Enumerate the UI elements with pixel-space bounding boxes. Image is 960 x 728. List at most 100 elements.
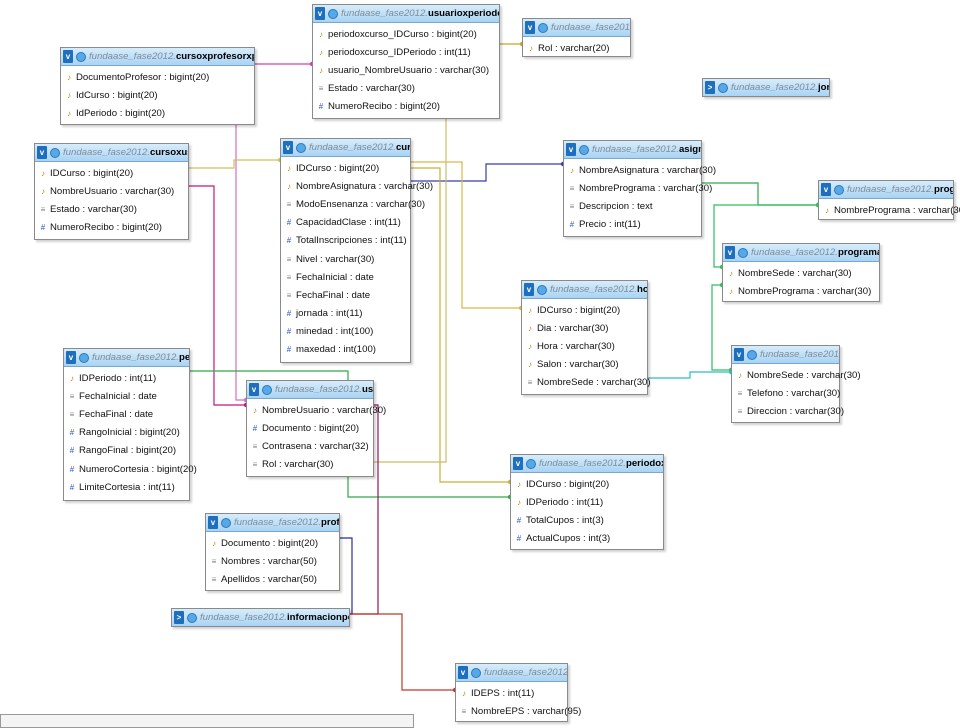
collapse-toggle-icon[interactable]: v: [283, 141, 293, 154]
column-row[interactable]: ≡ModoEnsenanza : varchar(30): [281, 195, 425, 213]
column-row[interactable]: ≡FechaFinal : date: [64, 405, 189, 423]
column-row[interactable]: #NumeroRecibo : bigint(20): [35, 219, 188, 237]
table-settings-icon[interactable]: [834, 184, 844, 195]
column-row[interactable]: ♪NombrePrograma : varchar(30): [723, 282, 879, 300]
column-row[interactable]: #TotalInscripciones : int(11): [281, 232, 410, 250]
collapse-toggle-icon[interactable]: v: [37, 146, 47, 159]
column-row[interactable]: ♪usuario_NombreUsuario : varchar(30): [313, 61, 499, 79]
column-row[interactable]: #jornada : int(11): [281, 305, 410, 323]
column-row[interactable]: ≡Descripcion : text: [564, 197, 701, 215]
collapse-toggle-icon[interactable]: v: [208, 516, 218, 529]
collapse-toggle-icon[interactable]: v: [525, 21, 535, 34]
column-row[interactable]: #maxedad : int(100): [281, 341, 410, 359]
column-row[interactable]: #NumeroCortesia : bigint(20): [64, 460, 197, 478]
collapse-toggle-icon[interactable]: v: [249, 383, 259, 396]
column-row[interactable]: ≡NombreEPS : varchar(95): [456, 702, 582, 720]
table-settings-icon[interactable]: [328, 8, 338, 19]
column-row[interactable]: ≡NombrePrograma : varchar(30): [564, 179, 713, 197]
column-row[interactable]: ≡Nombres : varchar(50): [206, 552, 339, 570]
column-row[interactable]: ≡NombreSede : varchar(30): [522, 374, 651, 392]
table-settings-icon[interactable]: [50, 147, 60, 158]
table-settings-icon[interactable]: [262, 384, 272, 395]
column-row[interactable]: ♪DocumentoProfesor : bigint(20): [61, 68, 254, 86]
column-row[interactable]: ≡Estado : varchar(30): [313, 80, 499, 98]
column-row[interactable]: ♪NombreSede : varchar(30): [732, 366, 861, 384]
column-row[interactable]: ♪NombreUsuario : varchar(30): [247, 401, 386, 419]
table-programaxsede[interactable]: vfundaase_fase2012.programaxsede♪NombreS…: [722, 243, 880, 302]
column-row[interactable]: #minedad : int(100): [281, 323, 410, 341]
column-row[interactable]: ♪NombreAsignatura : varchar(30): [564, 161, 716, 179]
column-row[interactable]: #NumeroRecibo : bigint(20): [313, 98, 499, 116]
collapse-toggle-icon[interactable]: v: [821, 183, 831, 196]
collapse-toggle-icon[interactable]: v: [513, 457, 523, 470]
column-row[interactable]: ♪IDCurso : bigint(20): [511, 475, 663, 493]
table-settings-icon[interactable]: [221, 517, 231, 528]
table-settings-icon[interactable]: [296, 142, 306, 153]
table-settings-icon[interactable]: [79, 352, 89, 363]
collapse-toggle-icon[interactable]: v: [66, 351, 76, 364]
column-row[interactable]: #TotalCupos : int(3): [511, 511, 663, 529]
expand-toggle-icon[interactable]: >: [705, 81, 715, 94]
table-cursoxprofesorxperiodo[interactable]: vfundaase_fase2012.cursoxprofesorxperiod…: [60, 47, 255, 125]
column-row[interactable]: ♪IDCurso : bigint(20): [522, 301, 647, 319]
column-row[interactable]: ♪IdCurso : bigint(20): [61, 86, 254, 104]
column-row[interactable]: ♪Hora : varchar(30): [522, 337, 647, 355]
column-row[interactable]: ♪Documento : bigint(20): [206, 534, 339, 552]
column-row[interactable]: ♪IdPeriodo : bigint(20): [61, 104, 254, 122]
column-row[interactable]: ♪IDPeriodo : int(11): [64, 369, 189, 387]
collapse-toggle-icon[interactable]: v: [524, 283, 534, 296]
table-asignatura[interactable]: vfundaase_fase2012.asignatura♪NombreAsig…: [563, 140, 716, 237]
column-row[interactable]: #RangoFinal : bigint(20): [64, 442, 189, 460]
collapse-toggle-icon[interactable]: v: [725, 246, 735, 259]
column-row[interactable]: ♪Dia : varchar(30): [522, 319, 647, 337]
table-settings-icon[interactable]: [537, 284, 547, 295]
column-row[interactable]: ♪IDCurso : bigint(20): [281, 159, 410, 177]
column-row[interactable]: ≡Rol : varchar(30): [247, 456, 373, 474]
table-settings-icon[interactable]: [747, 349, 757, 360]
table-programa[interactable]: vfundaase_fase2012.programa♪NombreProgra…: [818, 180, 960, 220]
table-settings-icon[interactable]: [526, 458, 536, 469]
bottom-scroll-panel[interactable]: [0, 714, 414, 728]
column-row[interactable]: ♪IDCurso : bigint(20): [35, 164, 188, 182]
column-row[interactable]: ≡Contrasena : varchar(32): [247, 437, 373, 455]
column-row[interactable]: ♪NombreAsignatura : varchar(30): [281, 177, 433, 195]
column-row[interactable]: #ActualCupos : int(3): [511, 530, 663, 548]
column-row[interactable]: #CapacidadClase : int(11): [281, 214, 410, 232]
table-informacionpersonal[interactable]: >fundaase_fase2012.informacionpersonal: [171, 608, 350, 627]
collapse-toggle-icon[interactable]: v: [734, 348, 744, 361]
column-row[interactable]: #RangoInicial : bigint(20): [64, 424, 189, 442]
table-header[interactable]: >fundaase_fase2012.jornada: [703, 79, 829, 96]
column-row[interactable]: ♪Rol : varchar(20): [523, 39, 630, 57]
column-row[interactable]: #Precio : int(11): [564, 216, 701, 234]
collapse-toggle-icon[interactable]: v: [458, 666, 468, 679]
column-row[interactable]: ≡Estado : varchar(30): [35, 200, 188, 218]
table-header[interactable]: vfundaase_fase2012.cursoxprofesorxperiod…: [61, 48, 254, 66]
table-usuarioxperiodoxcurso[interactable]: vfundaase_fase2012.usuarioxperiodoxcurso…: [312, 4, 500, 119]
collapse-toggle-icon[interactable]: v: [315, 7, 325, 20]
column-row[interactable]: #Documento : bigint(20): [247, 419, 373, 437]
expand-toggle-icon[interactable]: >: [174, 611, 184, 624]
column-row[interactable]: #LimiteCortesia : int(11): [64, 478, 189, 496]
table-settings-icon[interactable]: [187, 612, 197, 623]
column-row[interactable]: ≡Direccion : varchar(30): [732, 402, 844, 420]
column-row[interactable]: ≡FechaInicial : date: [64, 387, 189, 405]
